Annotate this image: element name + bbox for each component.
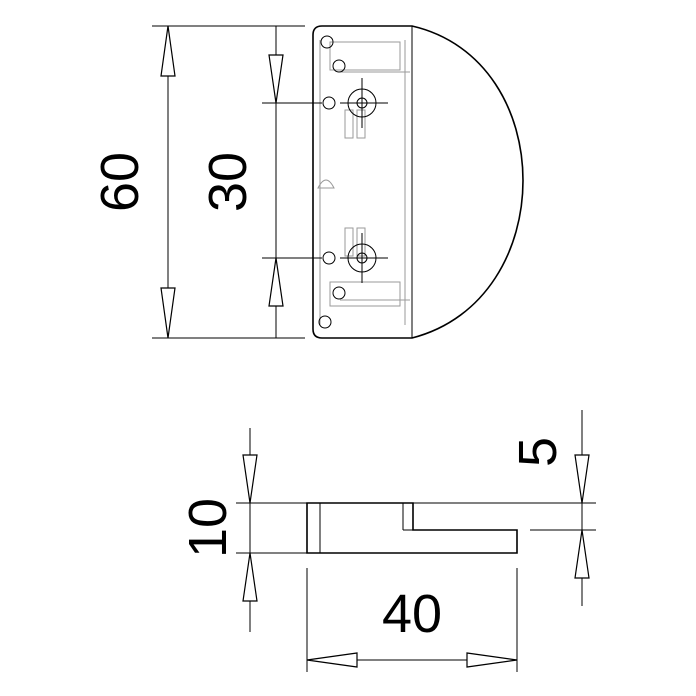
arrow-10-top bbox=[242, 454, 258, 504]
small-hole-mid-2 bbox=[322, 251, 336, 265]
dimension-60: 60 bbox=[90, 25, 305, 339]
dimension-5: 5 bbox=[413, 410, 596, 606]
arrow-40-right bbox=[466, 652, 518, 668]
top-view: 60 30 bbox=[90, 25, 524, 339]
screw-hole-lower bbox=[340, 233, 388, 283]
arrow-30-bottom bbox=[268, 257, 284, 307]
small-hole-top-2 bbox=[332, 59, 346, 73]
dimension-40: 40 bbox=[306, 568, 518, 672]
small-hole-top-1 bbox=[320, 35, 334, 49]
small-hole-bottom-2 bbox=[318, 315, 332, 329]
arrow-5-top bbox=[574, 454, 590, 504]
arrow-30-top bbox=[268, 54, 284, 104]
small-hole-mid-1 bbox=[322, 96, 336, 110]
dim-label-40: 40 bbox=[382, 584, 442, 644]
small-hole-bottom-1 bbox=[332, 286, 346, 300]
arrow-5-bottom bbox=[574, 529, 590, 579]
screw-hole-upper bbox=[340, 78, 388, 128]
dimension-10: 10 bbox=[178, 428, 307, 632]
dim-label-60: 60 bbox=[90, 152, 150, 212]
dimension-30: 30 bbox=[198, 26, 322, 338]
dim-label-5: 5 bbox=[508, 437, 568, 467]
dim-label-10: 10 bbox=[178, 498, 238, 558]
arrow-40-left bbox=[306, 652, 358, 668]
arrow-10-bottom bbox=[242, 552, 258, 602]
plate-outline bbox=[312, 25, 524, 339]
side-profile bbox=[306, 502, 518, 554]
dim-label-30: 30 bbox=[198, 152, 258, 212]
arrow-60-bottom bbox=[160, 287, 176, 339]
internal-detail-lines bbox=[317, 40, 410, 325]
side-view: 10 5 40 bbox=[178, 410, 596, 672]
arrow-60-top bbox=[160, 25, 176, 77]
